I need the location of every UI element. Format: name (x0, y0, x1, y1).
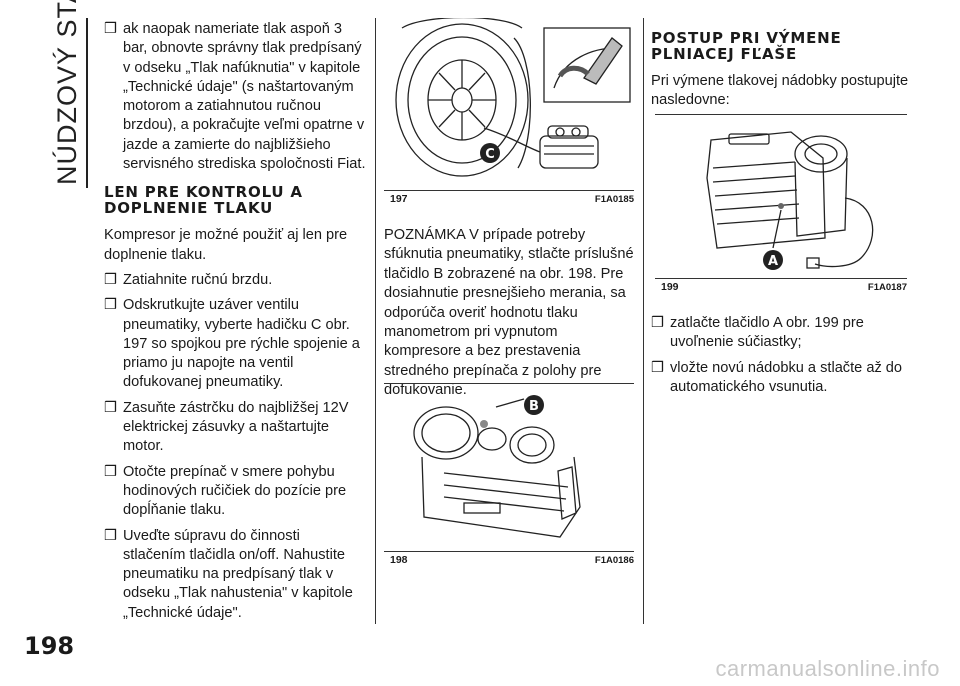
callout-label-b: B (529, 399, 539, 414)
callout-label-c: C (485, 147, 495, 162)
figure-number: 199 (661, 281, 679, 293)
figure-rule (655, 114, 907, 115)
page-number: 198 (24, 632, 75, 660)
bullet-marker: ❒ (651, 315, 665, 331)
figure-rule (655, 278, 907, 279)
tire-compressor-illustration: C (395, 16, 631, 177)
figure-197: C 197 F1A0185 (384, 16, 634, 206)
figure-code: F1A0187 (867, 282, 907, 293)
compressor-cartridge-illustration: A (706, 131, 874, 270)
list-item-text: vložte novú nádobku a stlačte až do auto… (670, 359, 903, 395)
column-1: ❒ ak naopak nameriate tlak aspoň 3 bar, … (104, 20, 366, 629)
figure-number: 198 (390, 554, 408, 566)
figure-rule (384, 383, 634, 384)
list-item-text: Uveďte súpravu do činnosti stlačením tla… (123, 527, 353, 621)
bullet-marker: ❒ (104, 21, 118, 37)
section-heading: POSTUP PRI VÝMENE PLNIACEJ FĽAŠE (651, 29, 842, 63)
figure-rule (384, 190, 634, 191)
list-item: ❒ ak naopak nameriate tlak aspoň 3 bar, … (104, 20, 366, 174)
list-item: ❒ Odskrutkujte uzáver ventilu pneumatiky… (104, 296, 366, 392)
list-item-text: ak naopak nameriate tlak aspoň 3 bar, ob… (123, 21, 366, 173)
figure-198: B 198 F1A0186 (384, 383, 634, 568)
compressor-illustration: B (413, 395, 581, 538)
list-item: ❒ Uveďte súpravu do činnosti stlačením t… (104, 527, 366, 623)
list-item-text: Odskrutkujte uzáver ventilu pneumatiky, … (123, 297, 360, 391)
column-3: POSTUP PRI VÝMENE PLNIACEJ FĽAŠE Pri vým… (651, 30, 913, 117)
bullet-marker: ❒ (104, 463, 118, 480)
list-item: ❒ vložte novú nádobku a stlačte až do au… (651, 359, 913, 398)
figure-199: A 199 F1A0187 (655, 114, 907, 298)
bullet-marker: ❒ (104, 297, 118, 314)
list-item: ❒ zatlačte tlačidlo A obr. 199 pre uvoľn… (651, 314, 913, 353)
section-rule (86, 18, 88, 188)
note-paragraph: POZNÁMKA V prípade potreby sfúknutia pne… (384, 227, 634, 399)
section-heading: LEN PRE KONTROLU A DOPLNENIE TLAKU (104, 183, 303, 218)
list-item: ❒ Zasuňte zástrčku do najbližšej 12V ele… (104, 399, 366, 457)
bullet-marker: ❒ (104, 527, 118, 544)
section-title: NÚDZOVÝ STAV (52, 0, 82, 185)
figure-code: F1A0186 (594, 555, 634, 566)
paragraph: Kompresor je možné použiť aj len pre dop… (104, 227, 348, 263)
bullet-marker: ❒ (651, 359, 665, 376)
callout-label-a: A (768, 254, 778, 269)
column-divider-2 (643, 18, 644, 624)
figure-rule (384, 551, 634, 552)
bullet-marker: ❒ (104, 271, 118, 288)
figure-code: F1A0185 (594, 194, 634, 205)
column-divider-1 (375, 18, 376, 624)
figure-number: 197 (390, 193, 408, 205)
list-item: ❒ Otočte prepínač v smere pohybu hodinov… (104, 463, 366, 521)
list-item-text: zatlačte tlačidlo A obr. 199 pre uvoľnen… (670, 315, 864, 351)
paragraph: Pri výmene tlakovej nádobky postupujte n… (651, 73, 909, 109)
list-item: ❒ Zatiahnite ručnú brzdu. (104, 271, 366, 290)
bullet-marker: ❒ (104, 399, 118, 416)
column-3-list: ❒ zatlačte tlačidlo A obr. 199 pre uvoľn… (651, 314, 913, 403)
watermark: carmanualsonline.info (715, 656, 940, 681)
list-item-text: Otočte prepínač v smere pohybu hodinovýc… (123, 463, 347, 519)
list-item-text: Zasuňte zástrčku do najbližšej 12V elekt… (123, 399, 349, 455)
list-item-text: Zatiahnite ručnú brzdu. (123, 271, 273, 288)
